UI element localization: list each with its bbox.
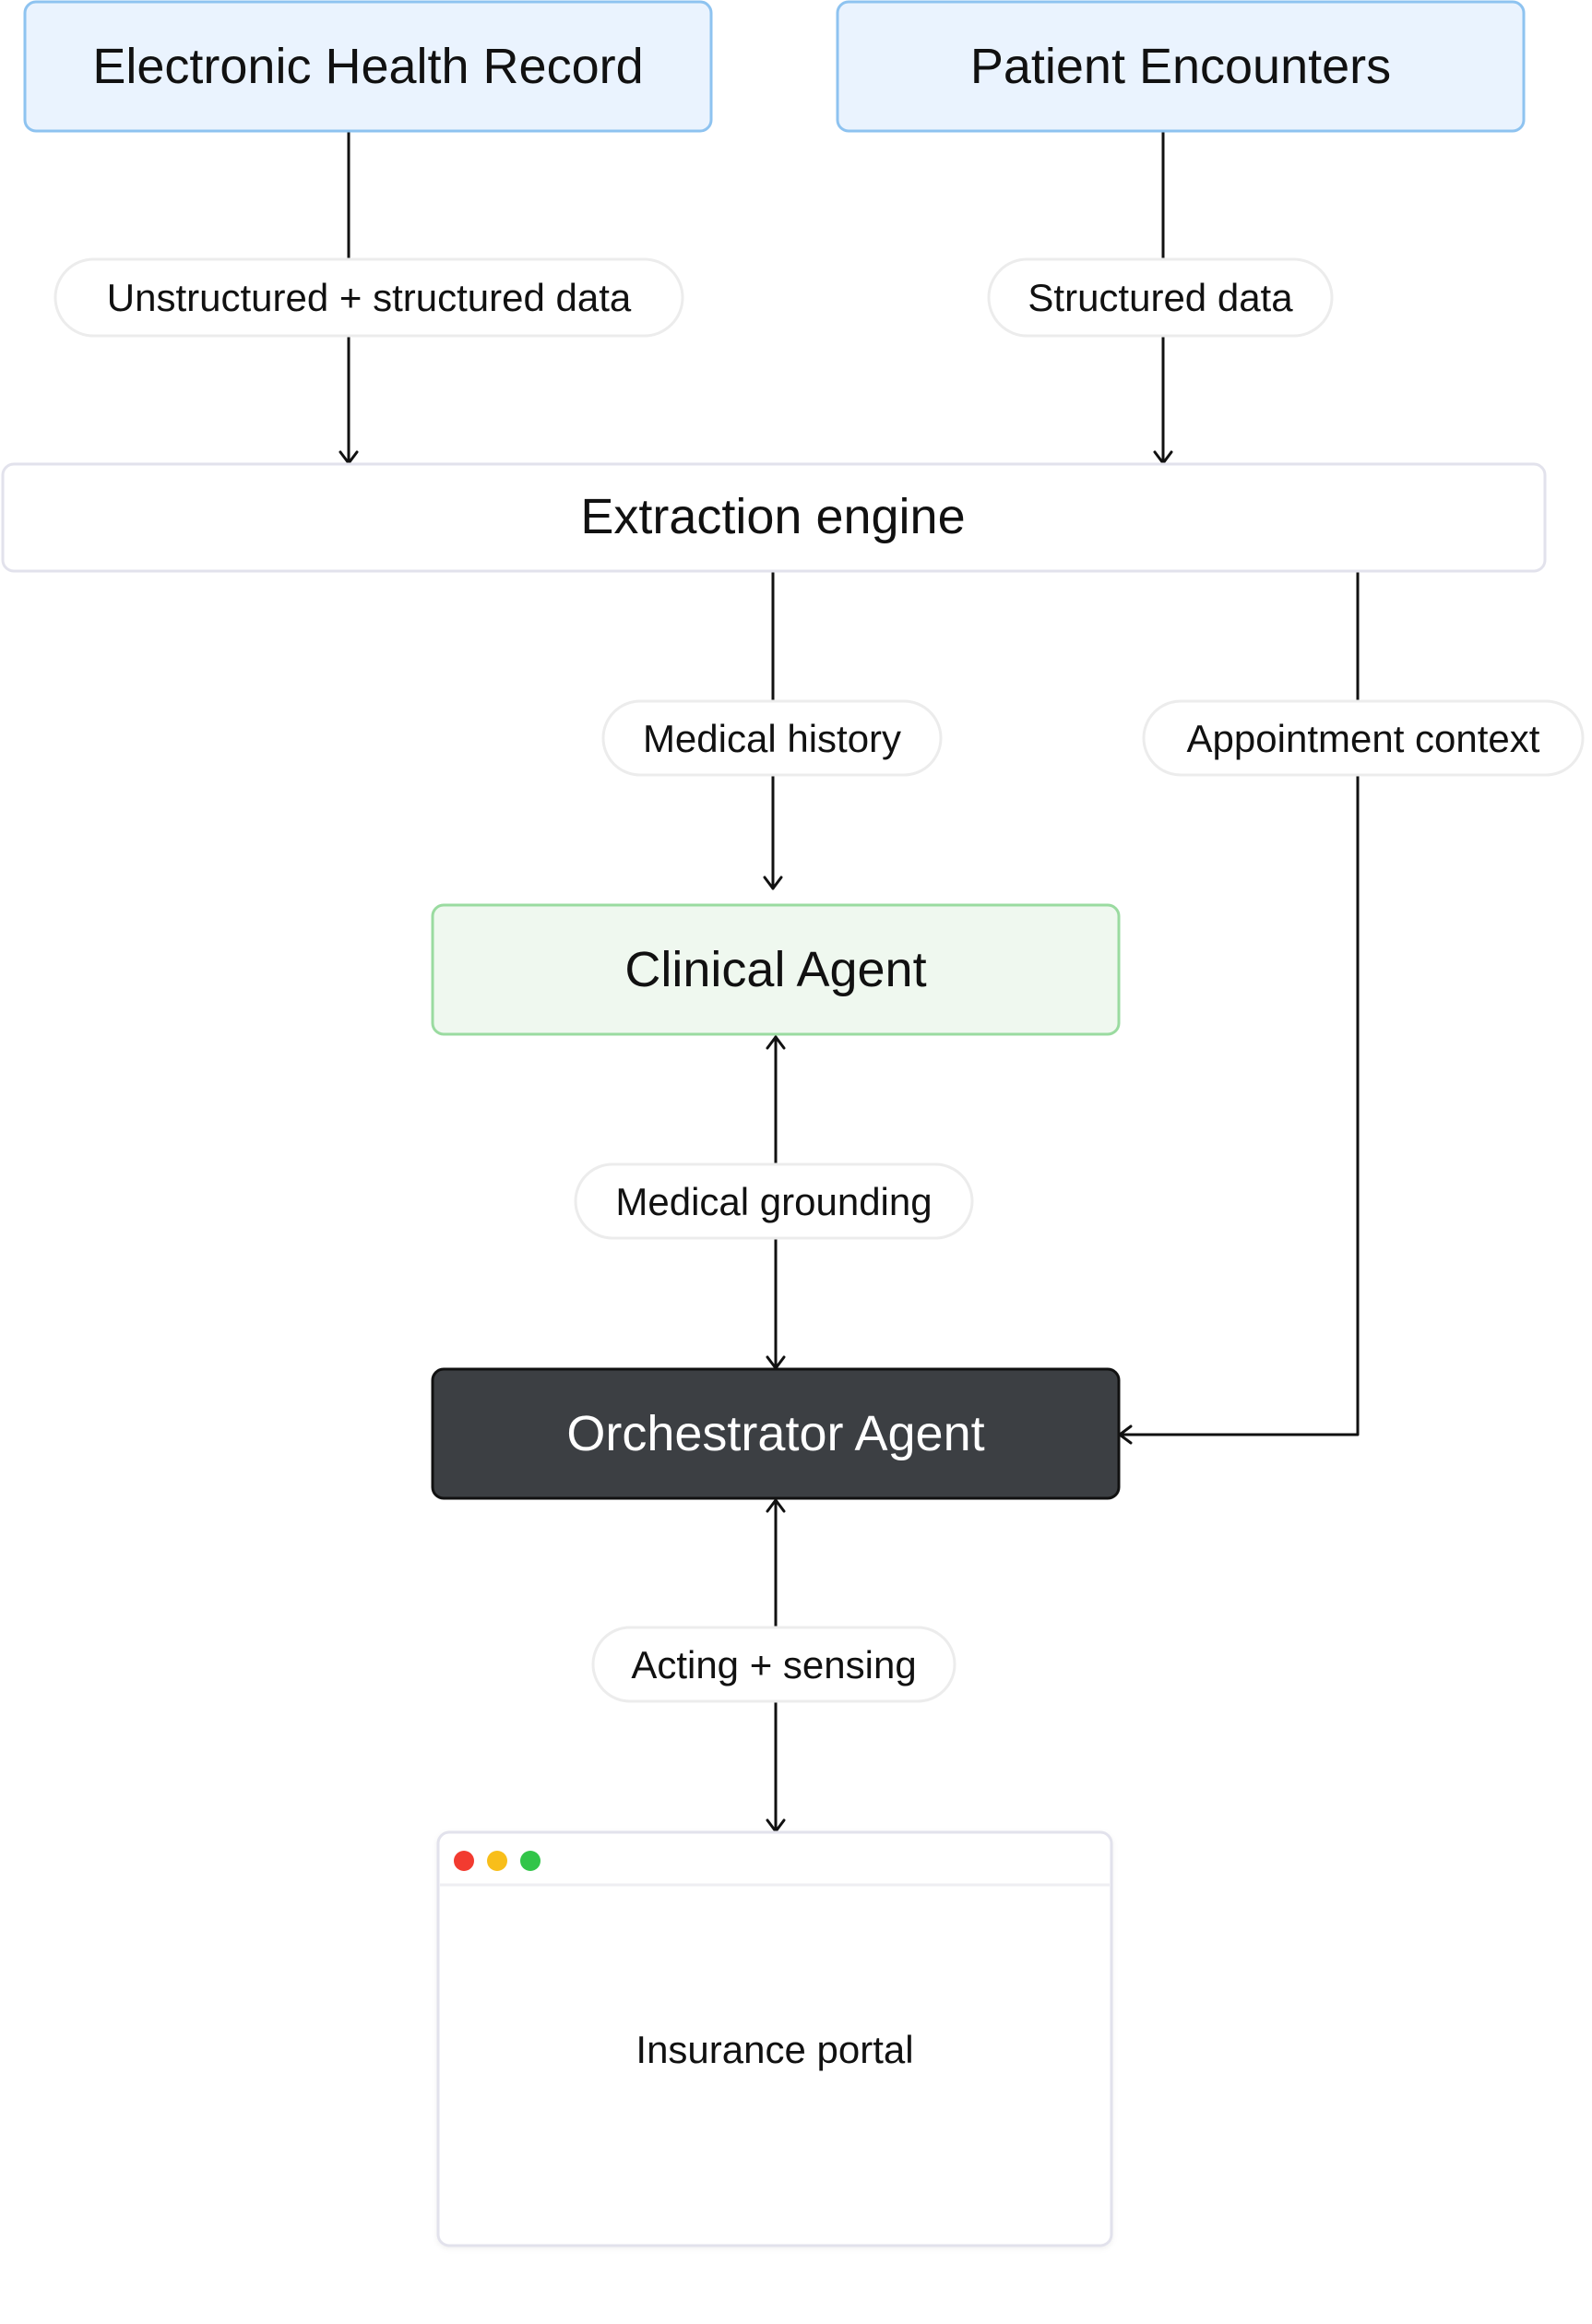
window-maximize-dot-icon: [520, 1851, 541, 1871]
edge-label-appointment-context-text: Appointment context: [1187, 717, 1540, 760]
edge-label-acting-sensing: Acting + sensing: [591, 1626, 956, 1703]
node-encounters-label: Patient Encounters: [970, 39, 1391, 94]
node-ehr-box: [23, 0, 713, 133]
portal-window: [436, 1830, 1113, 2247]
node-extraction-box: [1, 462, 1547, 573]
window-minimize-dot-icon: [487, 1851, 507, 1871]
arrowhead-down-icon: [763, 876, 783, 890]
node-patient-encounters: Patient Encounters: [836, 0, 1526, 133]
edge-extraction-to-orchestrator: [1118, 571, 1360, 1436]
node-ehr-label: Electronic Health Record: [92, 39, 643, 94]
node-clinical-agent: Clinical Agent: [431, 903, 1121, 1036]
edge-label-ehr-data-text: Unstructured + structured data: [107, 276, 632, 319]
node-clinical-label: Clinical Agent: [624, 942, 926, 997]
edge-label-acting-sensing-text: Acting + sensing: [631, 1643, 916, 1686]
arrowhead-up-icon: [766, 1498, 786, 1513]
edge-label-medical-history-text: Medical history: [643, 717, 901, 760]
node-clinical-box: [431, 903, 1121, 1036]
node-orchestrator-box: [431, 1367, 1121, 1500]
node-encounters-box: [836, 0, 1526, 133]
edge-label-structured-data-text: Structured data: [1028, 276, 1293, 319]
edge-label-medical-history: Medical history: [601, 699, 943, 777]
edge-label-medical-grounding: Medical grounding: [574, 1162, 974, 1240]
node-portal-label: Insurance portal: [636, 2028, 913, 2071]
edge-label-appointment-context: Appointment context: [1142, 699, 1585, 777]
node-insurance-portal: Insurance portal: [436, 1830, 1113, 2247]
edge-label-ehr-data: Unstructured + structured data: [53, 257, 684, 338]
edge-label-medical-grounding-text: Medical grounding: [615, 1180, 932, 1223]
node-ehr: Electronic Health Record: [23, 0, 713, 133]
window-close-dot-icon: [454, 1851, 474, 1871]
node-extraction-label: Extraction engine: [580, 489, 965, 544]
node-orchestrator-agent: Orchestrator Agent: [431, 1367, 1121, 1500]
edge-label-structured-data: Structured data: [987, 257, 1334, 338]
node-orchestrator-label: Orchestrator Agent: [566, 1406, 984, 1461]
node-extraction-engine: Extraction engine: [1, 462, 1547, 573]
arrowhead-up-icon: [766, 1035, 786, 1050]
